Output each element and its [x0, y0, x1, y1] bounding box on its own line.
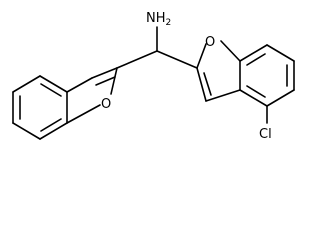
molecule-svg: NH2 O O Cl [12, 11, 295, 142]
bond [39, 122, 68, 140]
benzene-ring-right [239, 44, 295, 107]
bond [156, 50, 198, 69]
bond [39, 75, 68, 93]
double-bond [203, 72, 212, 96]
bond [116, 50, 158, 69]
bond [66, 104, 101, 124]
double-bond [95, 76, 116, 86]
furan-ring-left [66, 67, 118, 124]
double-bond [40, 83, 62, 97]
oxygen-left-label: O [101, 97, 111, 112]
double-bond [40, 118, 62, 132]
bond [266, 89, 295, 107]
bond [12, 122, 41, 140]
structure-diagram: NH2 O O Cl [12, 11, 295, 142]
bond [196, 43, 207, 69]
amine-label: NH2 [146, 11, 171, 28]
bond [91, 67, 118, 79]
bond [12, 75, 41, 93]
bond [239, 89, 268, 107]
double-bond [246, 53, 266, 66]
double-bond [246, 85, 266, 98]
oxygen-right-label: O [205, 35, 215, 50]
bond [266, 44, 295, 62]
bond [239, 44, 268, 62]
benzene-ring-left [12, 75, 68, 140]
amine-subscript: 2 [166, 18, 172, 28]
bond [110, 67, 118, 95]
bond [220, 40, 241, 62]
chlorine-label: Cl [259, 127, 272, 142]
amine-symbol: NH [146, 11, 166, 26]
bond [66, 77, 93, 93]
furan-ring-right [196, 40, 241, 102]
bond [196, 67, 207, 102]
bond [205, 89, 241, 102]
